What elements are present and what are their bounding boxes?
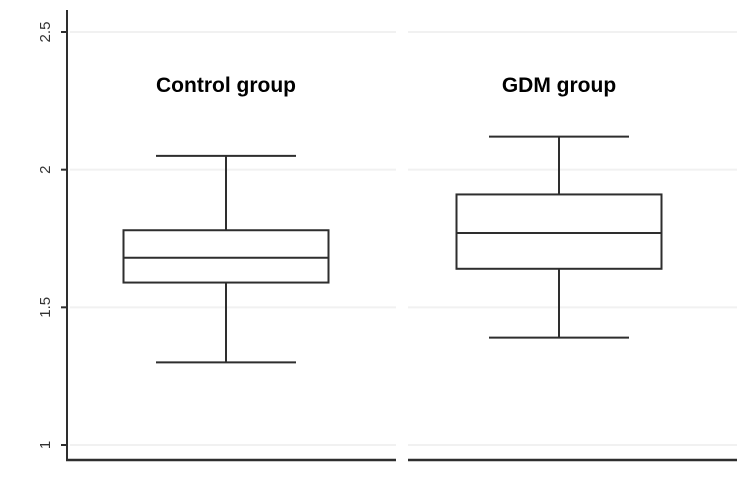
group-title-1: GDM group xyxy=(502,74,616,97)
box-iqr-1 xyxy=(455,193,663,270)
box-iqr-0 xyxy=(122,229,330,284)
y-tick-label-1: 1 xyxy=(37,441,54,449)
y-tick-label-1.5: 1.5 xyxy=(37,297,54,318)
y-tick-label-2: 2 xyxy=(37,165,54,173)
group-title-0: Control group xyxy=(156,74,296,97)
y-tick-label-2.5: 2.5 xyxy=(37,22,54,43)
